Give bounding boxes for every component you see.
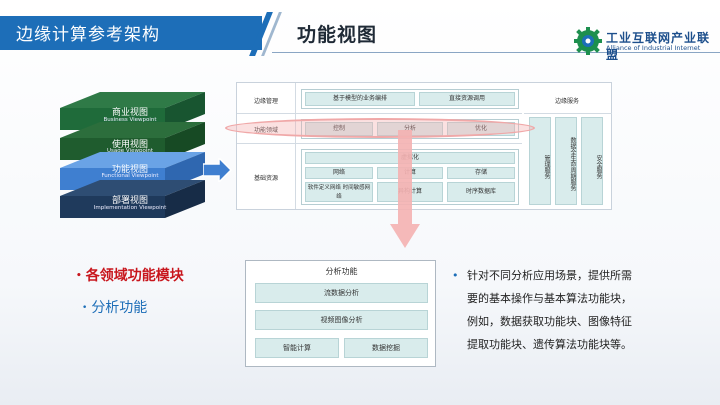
layer-shape — [60, 152, 205, 190]
stream-analysis-cell: 流数据分析 — [255, 283, 428, 303]
model-orchestration-cell: 基于模型的业务编排 — [305, 92, 415, 106]
bullet-dot: • — [82, 303, 88, 313]
paragraph-line: 例如，数据获取功能块、图像特征 — [467, 315, 632, 328]
layer-functional: 功能视图 Functional Viewpoint — [55, 148, 225, 194]
video-image-analysis-cell: 视频图像分析 — [255, 310, 428, 330]
edge-services-label: 边缘服务 — [554, 98, 579, 105]
row-divider — [237, 143, 522, 144]
data-mining-cell: 数据挖掘 — [344, 338, 428, 358]
bullet-text: 分析功能 — [91, 300, 148, 316]
layer-shape — [60, 180, 205, 218]
bullet-domain-modules: •各领域功能模块 — [76, 265, 184, 285]
col-divider — [295, 83, 296, 209]
layer-business: 商业视图 Business Viewpoint — [55, 88, 225, 134]
layer-subtitle: Usage Viewpoint — [107, 148, 153, 154]
description-paragraph: • 针对不同分析应用场景，提供所需 要的基本操作与基本算法功能块， 例如，数据获… — [452, 264, 702, 356]
logo-subtext: Alliance of Industrial Internet — [606, 44, 701, 52]
analysis-title: 分析功能 — [325, 267, 358, 276]
paragraph-line: 针对不同分析应用场景，提供所需 — [467, 269, 632, 282]
page-title: 功能视图 — [297, 24, 378, 46]
highlight-oval — [225, 118, 535, 138]
header-rule — [272, 52, 720, 53]
bullet-text: 各领域功能模块 — [85, 268, 184, 284]
layer-implementation: 部署视图 Implementation Viewpoint — [55, 176, 225, 222]
security-service-col: 安全服务 — [581, 117, 603, 205]
layer-title: 商业视图 — [111, 108, 148, 118]
bullet-analysis: •分析功能 — [82, 297, 147, 317]
row-label-resources: 基础资源 — [253, 175, 278, 182]
storage-cell: 存储 — [447, 167, 515, 179]
direct-resource-cell: 直接资源调用 — [419, 92, 515, 106]
down-arrow-icon — [390, 130, 420, 248]
timeseries-db-cell: 时序数据库 — [447, 182, 515, 202]
layer-subtitle: Functional Viewpoint — [101, 173, 159, 179]
management-group — [301, 89, 519, 109]
bullet-dot: • — [76, 271, 82, 281]
analysis-function-box: 分析功能 流数据分析 视频图像分析 智能计算 数据挖掘 — [245, 260, 436, 367]
layer-title: 功能视图 — [111, 165, 148, 175]
logo-text: 工业互联网产业联盟 — [606, 31, 711, 62]
network-cell: 网络 — [305, 167, 373, 179]
data-lifecycle-service-col: 数据全生命周期服务 — [555, 117, 577, 205]
row-divider — [237, 113, 522, 114]
layer-subtitle: Business Viewpoint — [103, 117, 157, 123]
row-divider — [524, 113, 612, 114]
paragraph-line: 提取功能块、遗传算法功能块等。 — [467, 338, 632, 351]
paragraph-line: 要的基本操作与基本算法功能块， — [467, 292, 632, 305]
right-arrow-icon — [203, 158, 233, 182]
section-title: 边缘计算参考架构 — [16, 25, 160, 45]
layer-subtitle: Implementation Viewpoint — [93, 205, 167, 211]
bullet-dot: • — [452, 269, 459, 282]
intelligent-compute-cell: 智能计算 — [255, 338, 339, 358]
sdn-tsn-cell: 软件定义网络 时间敏感网络 — [305, 182, 373, 202]
viewpoint-stack: 商业视图 Business Viewpoint 使用视图 Usage Viewp… — [55, 88, 233, 218]
section-header-band — [0, 16, 262, 50]
architecture-diagram: 边缘管理 功能领域 基础资源 基于模型的业务编排 直接资源调用 控制 分析 优化… — [236, 82, 612, 210]
layer-title: 使用视图 — [111, 140, 148, 150]
gear-logo-icon — [574, 27, 602, 55]
row-label-management: 边缘管理 — [253, 98, 278, 105]
management-service-col: 管理服务 — [529, 117, 551, 205]
layer-title: 部署视图 — [111, 196, 148, 206]
